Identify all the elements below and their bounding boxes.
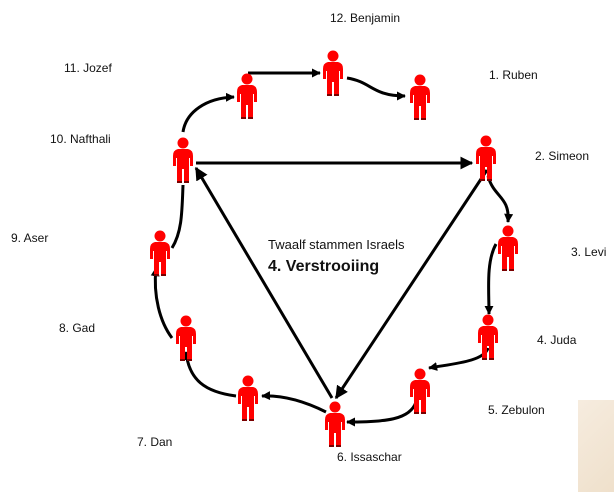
arrow-zebulon-issaschar <box>346 401 418 427</box>
arrow-simeon-levi <box>486 175 514 223</box>
tribe-label-dan: 7. Dan <box>137 435 173 449</box>
person-icon-ruben <box>410 74 430 120</box>
triangle-arrows <box>194 156 489 400</box>
tribe-label-benjamin: 12. Benjamin <box>330 11 401 25</box>
arrow-benjamin-ruben <box>346 76 406 101</box>
person-icon-issaschar <box>325 401 345 447</box>
arrow-simeon-issaschar <box>334 169 489 400</box>
person-icon-levi <box>498 225 518 271</box>
person-icon-simeon <box>476 135 496 181</box>
center-subtitle: Twaalf stammen Israels <box>268 237 405 252</box>
tribe-label-simeon: 2. Simeon <box>535 149 590 163</box>
tribe-label-issaschar: 6. Issaschar <box>337 450 402 464</box>
arrow-nafthali-jozef <box>181 92 235 133</box>
center-title: 4. Verstrooiing <box>268 258 380 275</box>
tribe-label-aser: 9. Aser <box>11 231 49 245</box>
tribe-label-nafthali: 10. Nafthali <box>50 132 111 146</box>
person-icon-dan <box>238 375 258 421</box>
person-icon-aser <box>150 230 170 276</box>
tribe-label-juda: 4. Juda <box>537 333 577 347</box>
tribe-label-levi: 3. Levi <box>571 245 607 259</box>
arrow-issaschar-dan <box>261 391 327 414</box>
person-icon-juda <box>478 314 498 360</box>
person-icon-gad <box>176 315 196 361</box>
person-icon-zebulon <box>410 368 430 414</box>
arrow-issaschar-nafthali <box>194 166 334 399</box>
cycle-arrows <box>150 68 514 427</box>
tribe-figures <box>150 50 518 447</box>
arrow-aser-nafthali <box>170 184 185 249</box>
tribe-label-ruben: 1. Ruben <box>489 68 538 82</box>
person-icon-nafthali <box>173 137 193 183</box>
arrow-juda-zebulon <box>428 347 490 371</box>
arrow-gad-aser <box>150 267 174 339</box>
arrow-levi-juda <box>484 243 498 315</box>
person-icon-benjamin <box>323 50 343 96</box>
arrow-dan-gad <box>182 351 237 398</box>
tribe-label-jozef: 11. Jozef <box>64 61 112 75</box>
tribe-label-zebulon: 5. Zebulon <box>488 403 545 417</box>
corner-shading <box>578 400 614 492</box>
tribe-label-gad: 8. Gad <box>59 321 96 335</box>
person-icon-jozef <box>237 73 257 119</box>
